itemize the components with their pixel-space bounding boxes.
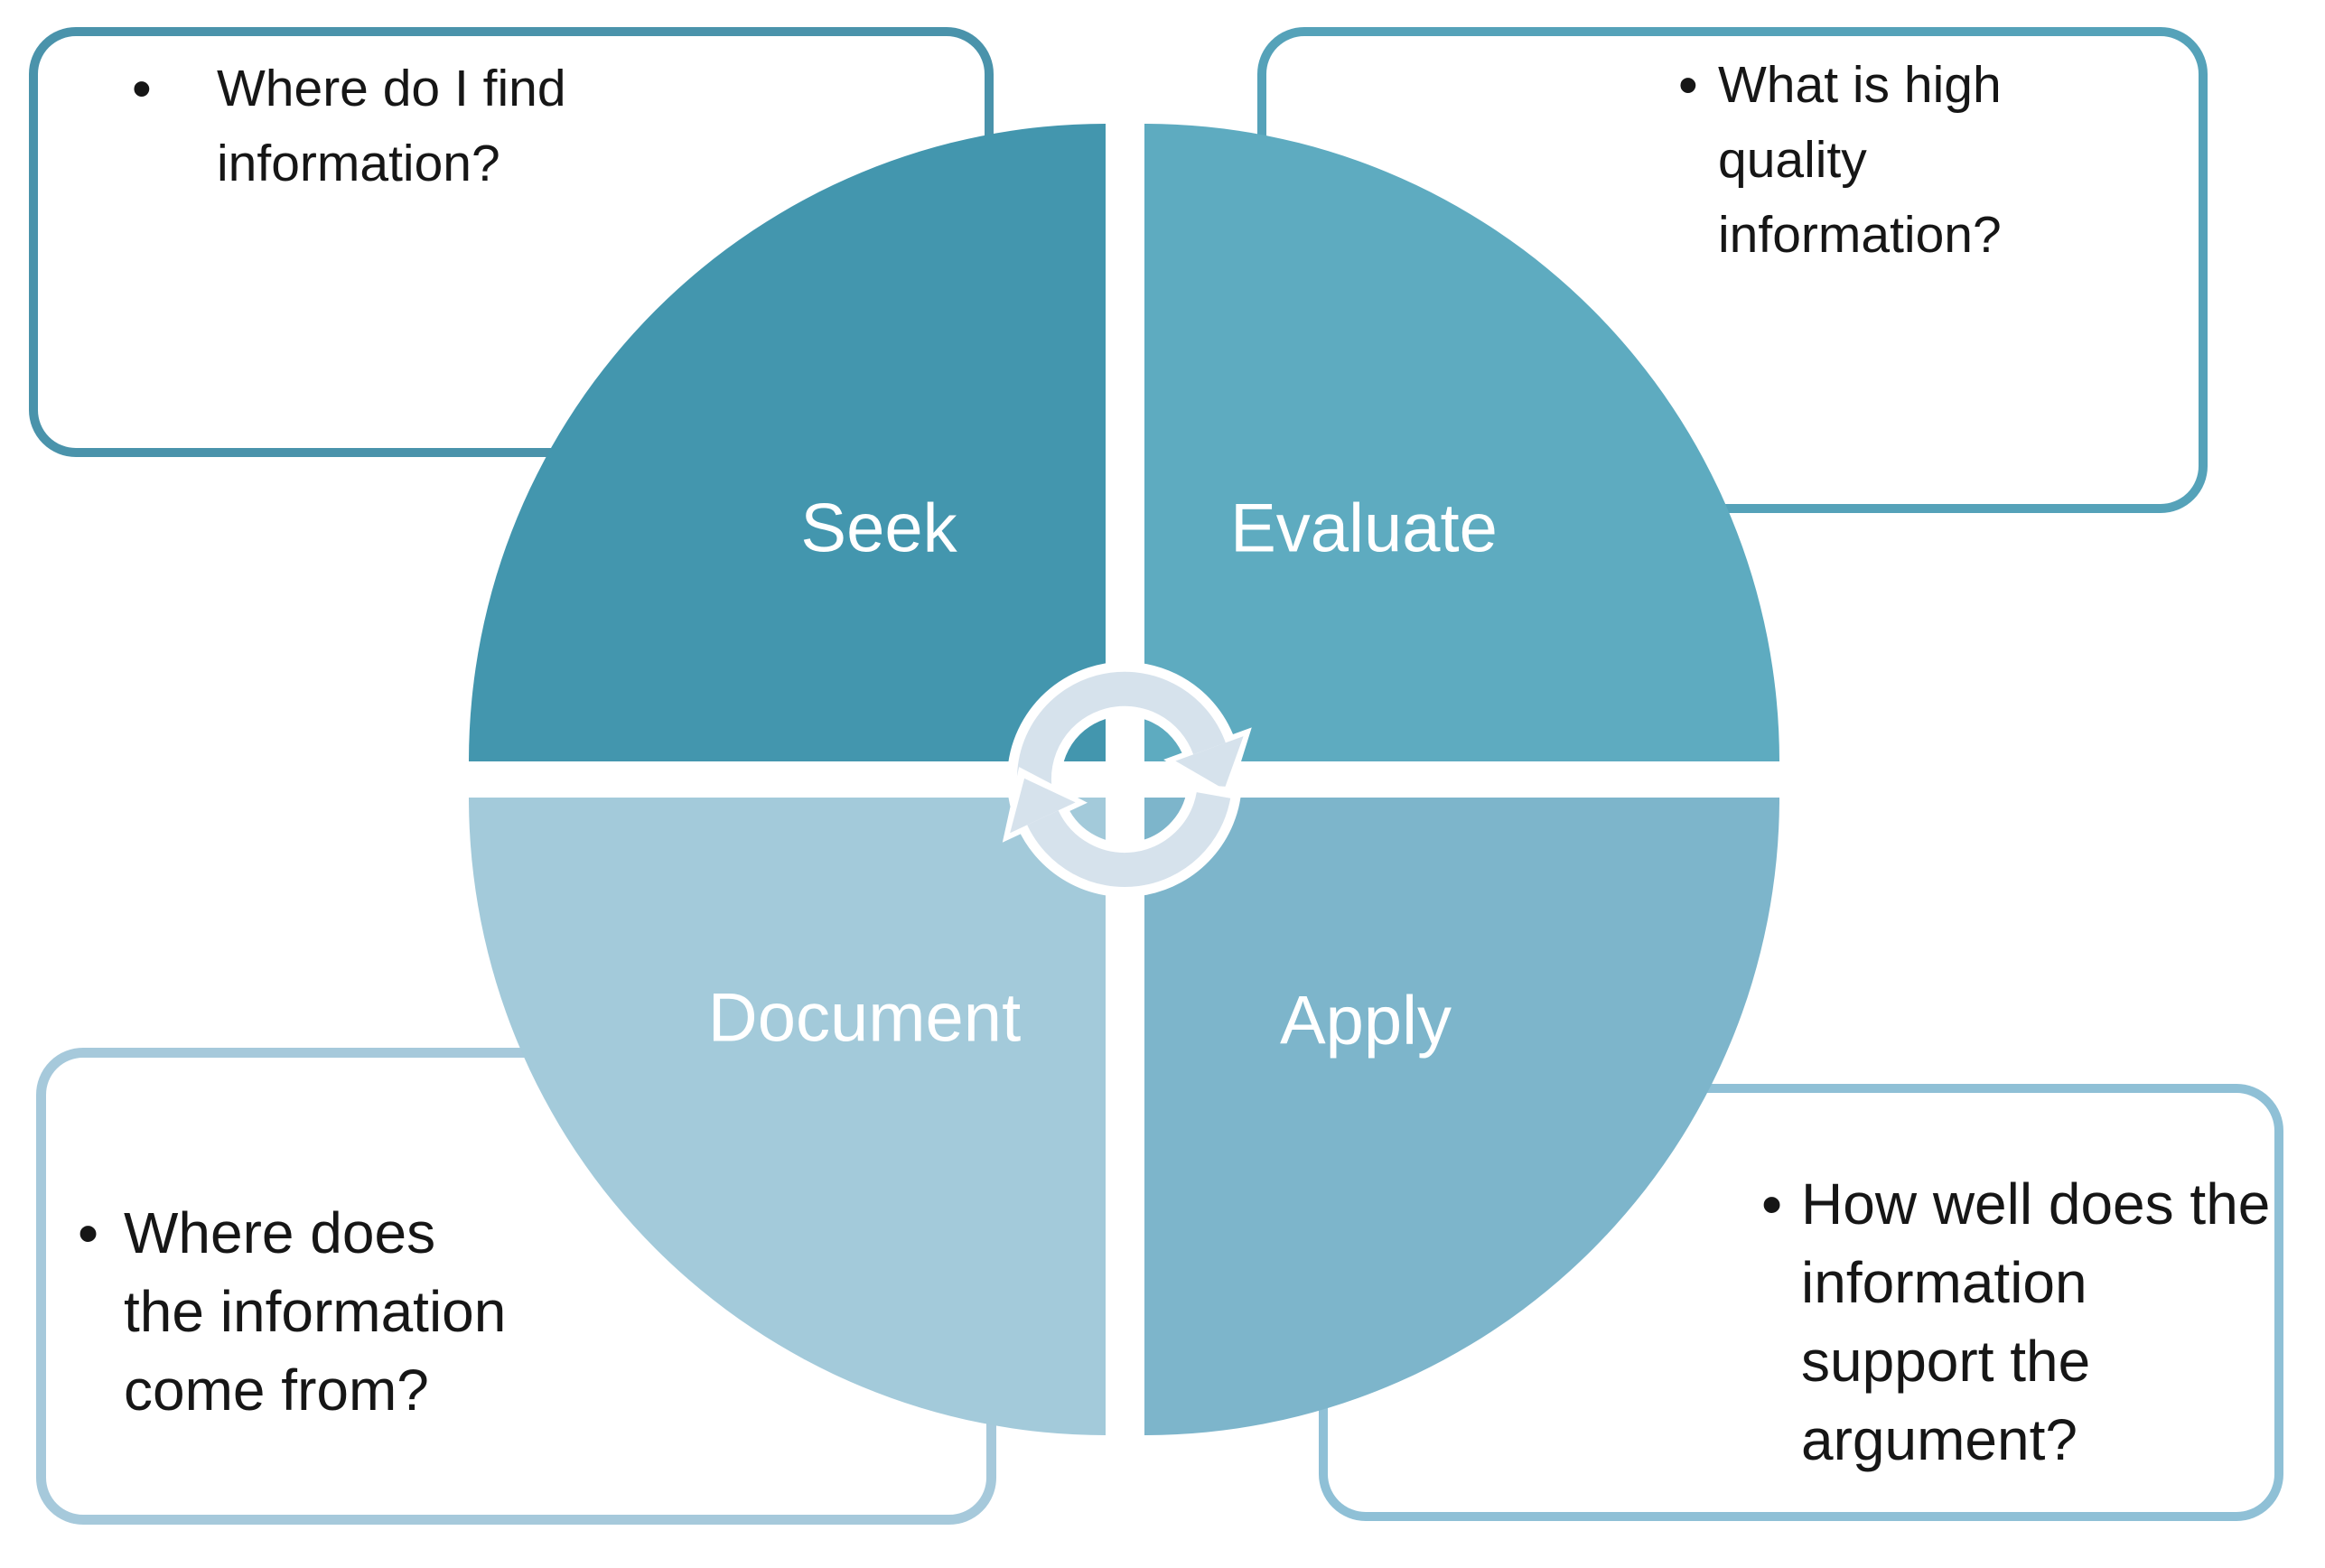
- bullet-icon: •: [1678, 54, 1698, 117]
- callout-line: How well does the: [1801, 1171, 2271, 1237]
- callout-line: the information: [124, 1279, 507, 1344]
- document-label: Document: [707, 979, 1022, 1057]
- callout-line: information: [1801, 1250, 2087, 1315]
- seek-label: Seek: [800, 490, 957, 567]
- callout-line: information?: [217, 135, 500, 192]
- callout-line: information?: [1718, 206, 2002, 264]
- callout-top-left-text: Where do I find information?: [217, 51, 566, 201]
- callout-line: Where do I find: [217, 60, 566, 117]
- callout-line: quality: [1718, 131, 1867, 189]
- apply-label: Apply: [1279, 982, 1452, 1059]
- callout-line: support the: [1801, 1329, 2091, 1394]
- evaluate-label: Evaluate: [1230, 490, 1498, 567]
- callout-line: argument?: [1801, 1407, 2078, 1472]
- callout-line: What is high: [1718, 56, 2002, 114]
- callout-bottom-left-text: Where does the information come from?: [124, 1194, 506, 1430]
- callout-line: come from?: [124, 1358, 429, 1423]
- bullet-icon: •: [132, 58, 152, 120]
- callout-bottom-right-text: How well does the information support th…: [1801, 1165, 2270, 1479]
- callout-line: Where does: [124, 1200, 436, 1265]
- bullet-icon: •: [1761, 1171, 1783, 1237]
- callout-top-right-text: What is high quality information?: [1718, 48, 2002, 273]
- bullet-icon: •: [78, 1199, 99, 1266]
